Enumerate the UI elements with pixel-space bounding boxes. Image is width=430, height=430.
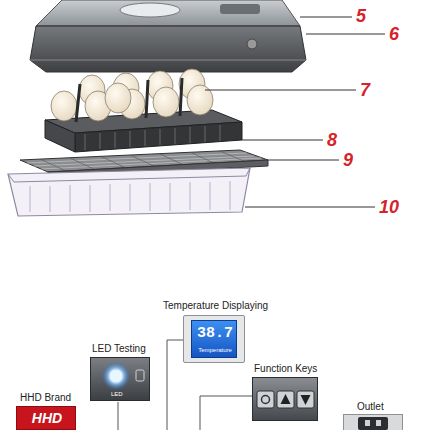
part-heading: HHD Brand xyxy=(20,392,71,403)
lcd-caption: Temperature xyxy=(198,347,232,353)
part-callout-box: HHD BrandHHD xyxy=(18,392,19,393)
panel xyxy=(252,377,318,421)
part-heading: Outlet xyxy=(357,401,384,412)
part-heading: LED Testing xyxy=(92,343,146,354)
function-keys-icon xyxy=(253,378,317,420)
outlet-icon xyxy=(344,415,402,430)
panel xyxy=(343,414,403,430)
led-caption: LED xyxy=(111,391,123,397)
callout-number: 7 xyxy=(360,80,370,100)
part-callout-box: Temperature Displaying38.7Temperature xyxy=(163,300,164,301)
callout-number: 10 xyxy=(379,197,399,217)
callout-number: 8 xyxy=(327,130,337,150)
panel: 38.7Temperature xyxy=(183,315,245,363)
part-callout-box: Function Keys xyxy=(252,363,253,364)
callout-number: 9 xyxy=(343,150,353,170)
panel: HHD xyxy=(16,406,76,430)
brand-logo: HHD xyxy=(32,410,62,426)
panel: 38.7Temperature xyxy=(191,320,237,358)
part-heading: Function Keys xyxy=(254,363,317,374)
part-callout-box: LED TestingLED xyxy=(90,343,91,344)
part-heading: Temperature Displaying xyxy=(163,300,268,311)
lcd-reading: 38.7 xyxy=(197,325,233,342)
part-callout-box: Outlet xyxy=(357,401,358,402)
panel: LED xyxy=(90,357,150,401)
callout-number: 6 xyxy=(389,24,399,44)
callout-number: 5 xyxy=(356,6,366,26)
